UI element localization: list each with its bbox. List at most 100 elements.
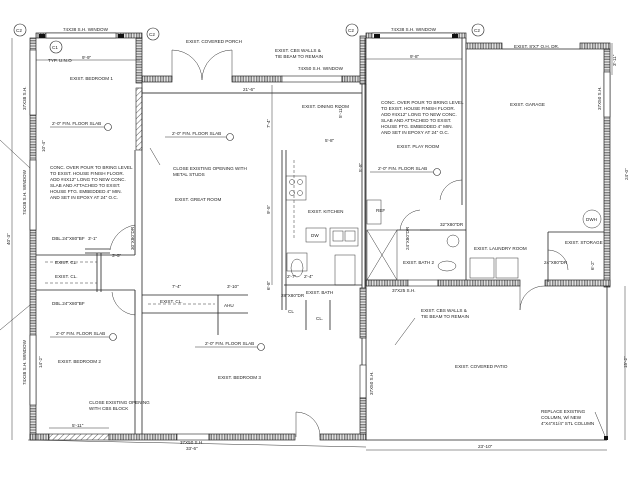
dim: 23'-10" (478, 444, 493, 449)
slab-note: 2'-0" FIN. FLOOR SLAB (205, 341, 254, 346)
dim: 5'-8" (358, 162, 363, 172)
conc-note-left: CONC. OVER POUR TO BRING LEVEL TO EXIST.… (50, 165, 133, 200)
room-kitchen: EXIST. KITCHEN (308, 209, 343, 214)
door-label: 28"X80"DR (281, 293, 305, 298)
room-bedroom2: EXIST. BEDROOM 2 (58, 359, 101, 364)
dimension-labels: 9'-9" 21'-6" 9'-8" 5'-8" 3'-1" 3'-5" 7'-… (6, 54, 629, 451)
dim: 24'-0" (624, 168, 629, 180)
dim: 15'-2" (623, 356, 628, 368)
callout-c2: C2 (16, 28, 22, 33)
door-label: DBL.24"X80"BF (52, 301, 85, 306)
note-line: TO EXIST. HOUSE FINISH FLOOR. (50, 171, 124, 176)
doors[interactable] (109, 49, 569, 438)
window-label: 74X50 S.H. WINDOW (298, 66, 344, 71)
window-label: 74X38 S.H. WINDOW (22, 169, 27, 215)
note-line: TIE BEAM TO REMAIN (275, 54, 323, 59)
callout-c2: C2 (149, 32, 155, 37)
window-label: 37X25 S.H. (392, 288, 416, 293)
note-line: EXIST. CBS WALLS & (275, 48, 321, 53)
note-line: AND SET IN EPOXY AT 24" O.C. (50, 195, 118, 200)
note-line: METAL STUDS (173, 172, 205, 177)
note-line: 4"X4"X1/4" STL COLUMN (541, 421, 594, 426)
window-label: 37X38 S.H. (22, 87, 27, 111)
dim: 10'-4" (41, 140, 46, 152)
room-garage: EXIST. GARAGE (510, 102, 545, 107)
note-line: AND SET IN EPOXY AT 24" O.C. (381, 130, 449, 135)
room-bath2: EXIST. BATH 2 (403, 260, 435, 265)
dim: 21'-6" (243, 87, 255, 92)
callout-c1: C1 (52, 45, 58, 50)
fixture-ahu: AHU (224, 303, 234, 308)
note-line: HOUSE FTG. EMBEDDED 4" MIN. (381, 124, 453, 129)
dim: 2'-7" (287, 274, 297, 279)
dim: 3'-11" (612, 54, 617, 66)
dim: 6'-8" (266, 280, 271, 290)
slab-note: 2'-0" FIN. FLOOR SLAB (378, 166, 427, 171)
note-line: CLOSE EXISTING OPENING WITH (173, 166, 247, 171)
dim: 7'-4" (172, 284, 182, 289)
room-cl: CL. (316, 316, 323, 321)
fixture-dw: DW (311, 233, 319, 238)
dim: 9'-9" (82, 55, 92, 60)
note-line: CONC. OVER POUR TO BRING LEVEL (381, 100, 464, 105)
fixture-ref: REF (376, 208, 385, 213)
note-line: WITH CBS BLOCK (89, 406, 129, 411)
typ-note: TYP. U.N.O (48, 58, 72, 63)
dim: 14'-2" (38, 356, 43, 368)
room-closet: EXIST. CL. (55, 274, 77, 279)
room-play-room: EXIST. PLAY ROOM (397, 144, 439, 149)
room-bedroom3: EXIST. BEDROOM 3 (218, 375, 261, 380)
room-bedroom1: EXIST. BEDROOM 1 (70, 76, 113, 81)
callouts: C1 C2 C2 C2 C2 (13, 23, 485, 54)
room-cl: CL (288, 309, 294, 314)
window-label: 37X50 S.H. (180, 440, 204, 445)
note-line: COLUMN, W/ NEW (541, 415, 582, 420)
dim: 9'-5" (266, 204, 271, 214)
dim: 9'-8" (410, 54, 420, 59)
dim: 5'-8" (325, 138, 335, 143)
door-label: 32"X80"DR (440, 222, 464, 227)
window-label: 74X38 S.H. WINDOW (391, 27, 437, 32)
window-label: 37X50 S.H. (597, 87, 602, 111)
note-line: EXIST. CBS WALLS & (421, 308, 467, 313)
slab-note: 2'-0" FIN. FLOOR SLAB (52, 121, 101, 126)
room-storage: EXIST. STORAGE (565, 240, 603, 245)
room-closet: EXIST. CL. (55, 260, 77, 265)
door-label: 24"X80"DR (544, 260, 568, 265)
note-line: HOUSE FTG. EMBEDDED 4" MIN. (50, 189, 122, 194)
note-line: REPLACE EXISTING (541, 409, 586, 414)
window-label: EXIST. 8'X7' O.H. DR. (514, 44, 559, 49)
opening-labels: 74X38 S.H. WINDOW 74X38 S.H. WINDOW 74X5… (22, 27, 602, 445)
note-line: SLAB AND ATTACHED TO EXIST. (50, 183, 120, 188)
dim: 6'-2" (590, 260, 595, 270)
slab-note: 2'-0" FIN. FLOOR SLAB (172, 131, 221, 136)
door-label: DBL.24"X80"BF (52, 236, 85, 241)
room-labels: EXIST. BEDROOM 1 EXIST. BEDROOM 2 EXIST.… (55, 39, 603, 380)
window-label: 37X50 S.H. (369, 372, 374, 396)
dim: 3'-5" (112, 253, 122, 258)
room-dining: EXIST. DINING ROOM (302, 104, 349, 109)
slab-symbols (50, 123, 441, 351)
note-line: TO EXIST. HOUSE FINISH FLOOR. (381, 106, 455, 111)
dim: 5'-11" (72, 423, 84, 428)
callout-c2: C2 (348, 28, 354, 33)
walls (29, 32, 611, 441)
room-covered-patio: EXIST. COVERED PATIO (455, 364, 508, 369)
door-label: 30"X80"DR (130, 226, 135, 250)
dim: 2'-4" (304, 274, 314, 279)
slab-note: 2'-0" FIN. FLOOR SLAB (56, 331, 105, 336)
note-line: ADD #4X12" LONG TO NEW CONC. (381, 112, 457, 117)
room-closet: EXIST. CL. (160, 299, 182, 304)
note-line: CONC. OVER POUR TO BRING LEVEL (50, 165, 133, 170)
room-great-room: EXIST. GREAT ROOM (175, 197, 221, 202)
conc-note-right: CONC. OVER POUR TO BRING LEVEL TO EXIST.… (381, 100, 464, 135)
window-label: 74X38 S.H. WINDOW (63, 27, 109, 32)
dimension-lines (0, 38, 626, 451)
notes: 2'-0" FIN. FLOOR SLAB 2'-0" FIN. FLOOR S… (48, 48, 594, 426)
room-laundry: EXIST. LAUNDRY ROOM (474, 246, 527, 251)
note-line: CLOSE EXISTING OPENING (89, 400, 150, 405)
dim: 33'-6" (186, 446, 198, 451)
note-line: ADD #4X12" LONG TO NEW CONC. (50, 177, 126, 182)
note-line: SLAB AND ATTACHED TO EXIST. (381, 118, 451, 123)
